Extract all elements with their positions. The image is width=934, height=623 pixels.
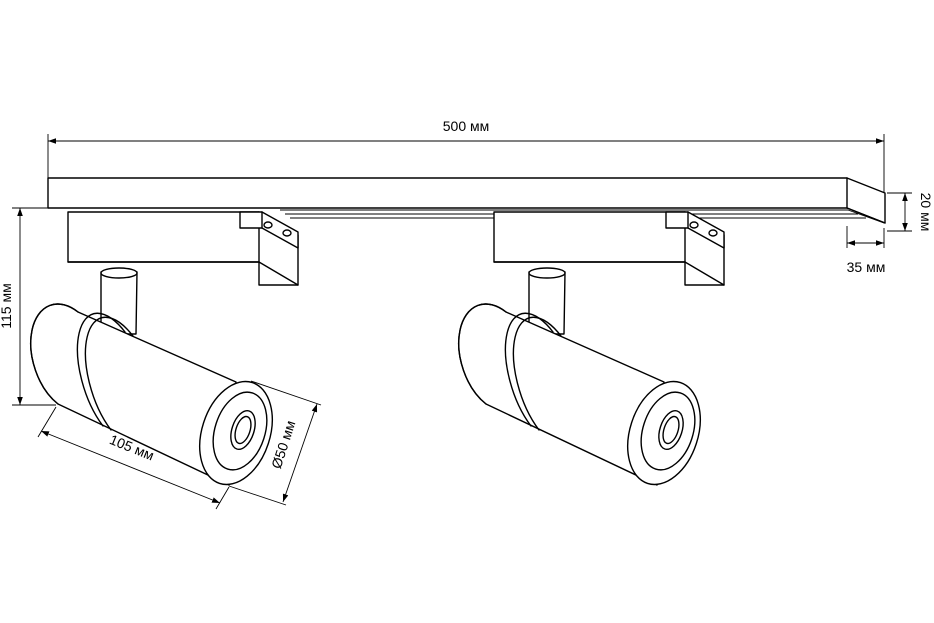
dimension-label-track-length: 500 мм — [443, 118, 490, 134]
dimension-track-length: 500 мм — [47, 118, 885, 192]
dimension-label-track-height: 20 мм — [918, 193, 934, 232]
spotlight-right — [458, 267, 714, 495]
spotlight-left — [30, 267, 286, 495]
dimension-track-depth: 35 мм — [846, 226, 886, 275]
dimension-total-height: 115 мм — [0, 207, 56, 406]
dimension-label-total-height: 115 мм — [0, 283, 14, 328]
dimension-track-height: 20 мм — [887, 192, 934, 232]
dimension-label-track-depth: 35 мм — [847, 259, 886, 275]
